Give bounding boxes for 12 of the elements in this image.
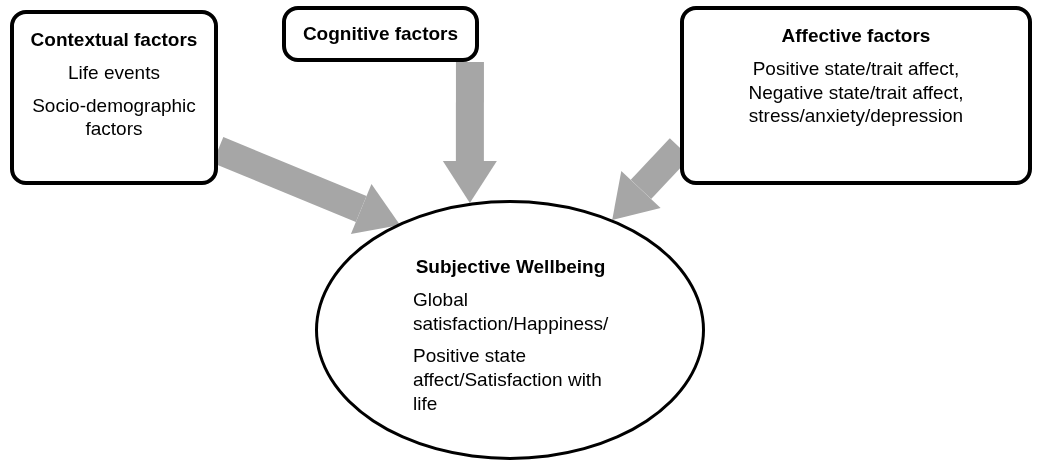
factor-box xyxy=(282,6,479,62)
node-text: Positive state affect/Satisfaction with life xyxy=(413,344,603,416)
node-text: Socio-demographic factors xyxy=(31,93,197,141)
node-heading: Subjective Wellbeing xyxy=(414,255,607,279)
node-heading: Affective factors xyxy=(780,24,932,48)
node-text: Life events xyxy=(67,60,161,85)
node-text: Positive state/trait affect, Negative state/trait affect, stress/anxiety/depression xyxy=(747,56,965,128)
factor-box xyxy=(680,6,1032,185)
node-heading: Cognitive factors xyxy=(301,22,460,46)
node-text: Global satisfaction/Happiness/ xyxy=(413,287,610,336)
node-heading: Contextual factors xyxy=(29,28,199,52)
factor-box xyxy=(10,10,218,185)
